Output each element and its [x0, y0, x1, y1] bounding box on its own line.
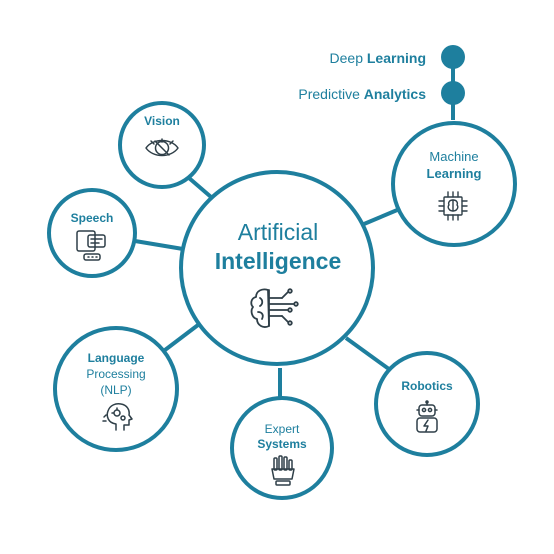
machine-learning-node	[391, 121, 517, 247]
vision-node	[118, 101, 206, 189]
chip-brain-icon	[438, 191, 468, 221]
robot-icon	[416, 400, 438, 433]
nlp-label-line1: Language	[88, 351, 145, 365]
machine-learning-label-line2: Learning	[427, 166, 482, 181]
predictive-analytics-label: Predictive Analytics	[298, 86, 426, 102]
eye-icon	[145, 138, 179, 157]
expert-systems-label-line1: Expert	[265, 422, 300, 436]
robotics-label: Robotics	[401, 379, 453, 393]
machine-learning-label-line1: Machine	[429, 149, 478, 164]
speech-label: Speech	[71, 211, 114, 225]
brain-circuit-icon	[250, 288, 299, 328]
central-title-line2: Intelligence	[215, 248, 342, 274]
expert-systems-node	[230, 396, 334, 500]
expert-systems-label-line2: Systems	[257, 437, 307, 451]
connector-robotics	[344, 336, 395, 374]
speech-node	[47, 188, 137, 278]
connector-ml	[363, 206, 403, 226]
head-gears-icon	[102, 403, 133, 431]
nlp-label-line2: Processing	[86, 367, 145, 381]
deep-learning-label: Deep Learning	[330, 50, 426, 66]
vision-label: Vision	[144, 114, 180, 128]
predictive-analytics-dot	[441, 81, 465, 105]
deep-learning-dot	[441, 45, 465, 69]
nlp-node	[53, 326, 179, 452]
central-node	[179, 170, 375, 366]
hand-icon	[271, 455, 295, 486]
speech-bubbles-icon	[76, 230, 106, 261]
central-title-line1: Artificial	[238, 219, 319, 245]
connector-nlp	[163, 323, 200, 352]
nlp-label-line3: (NLP)	[100, 383, 131, 397]
connector-speech	[134, 239, 184, 251]
